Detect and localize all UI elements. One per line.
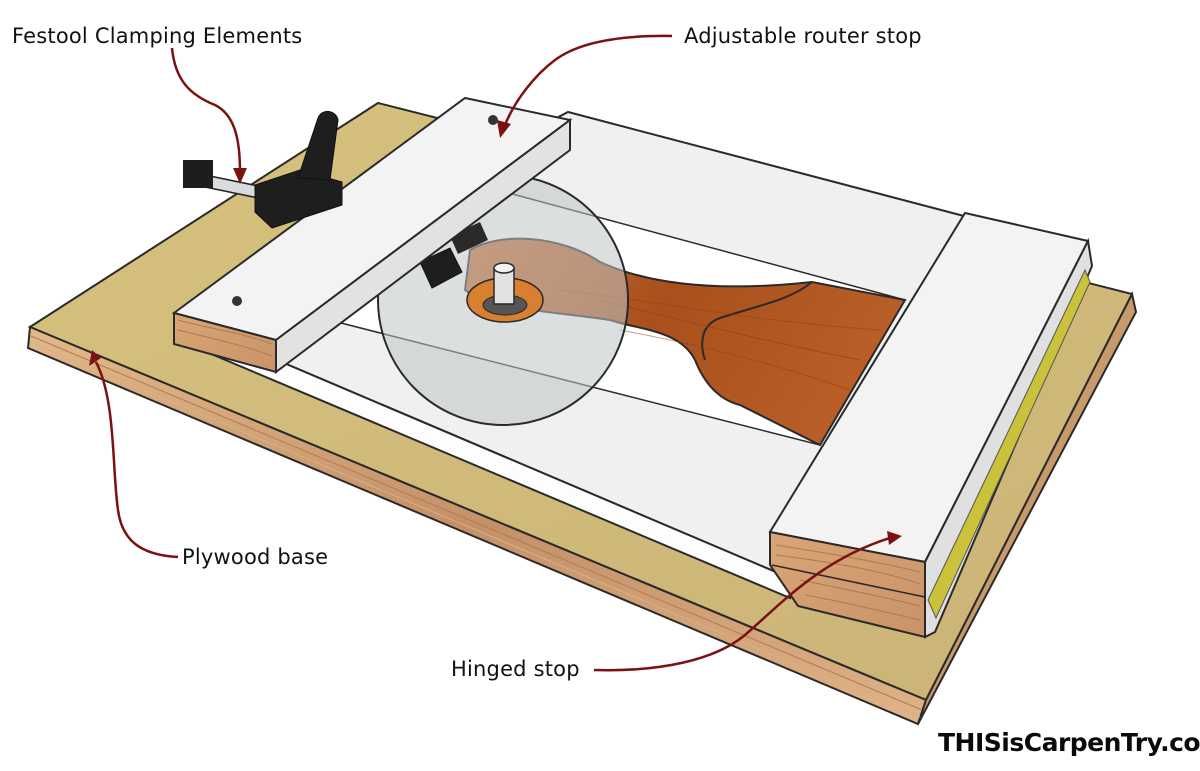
plywood-arrow bbox=[94, 361, 179, 559]
hinged-arrow bbox=[593, 536, 891, 672]
clamp-end-cap bbox=[183, 160, 213, 188]
plywood-right-edge bbox=[917, 291, 1138, 725]
festool-clamp bbox=[183, 111, 343, 229]
clamp-arrowhead bbox=[233, 168, 247, 184]
label-adjustable-router-stop: Adjustable router stop bbox=[684, 24, 922, 48]
adjustable-router-stop bbox=[171, 96, 573, 375]
label-festool-clamping-elements: Festool Clamping Elements bbox=[12, 24, 303, 48]
label-hinged-stop: Hinged stop bbox=[451, 657, 580, 681]
callout-arrows bbox=[89, 34, 902, 672]
router-stop-arrowhead bbox=[497, 120, 511, 138]
plywood-arrowhead bbox=[89, 350, 101, 366]
router-handle-block bbox=[419, 247, 463, 289]
label-plywood-base: Plywood base bbox=[182, 545, 329, 569]
brand-watermark: THISisCarpenTry.com bbox=[938, 728, 1200, 757]
hinged-stop bbox=[768, 211, 1094, 639]
screw-icon bbox=[232, 296, 242, 306]
hinge-icon bbox=[927, 268, 1091, 620]
clamp-body bbox=[254, 169, 343, 229]
clamp-lever bbox=[297, 111, 339, 181]
hinged-stop-end-grain bbox=[769, 530, 926, 639]
router-stop-side bbox=[275, 118, 571, 375]
workpiece-cutout bbox=[701, 281, 813, 361]
screw-icon bbox=[488, 115, 498, 125]
router-stop-arrow bbox=[503, 34, 673, 126]
hinged-arrowhead bbox=[887, 531, 902, 545]
clamp-arrow bbox=[170, 47, 242, 173]
